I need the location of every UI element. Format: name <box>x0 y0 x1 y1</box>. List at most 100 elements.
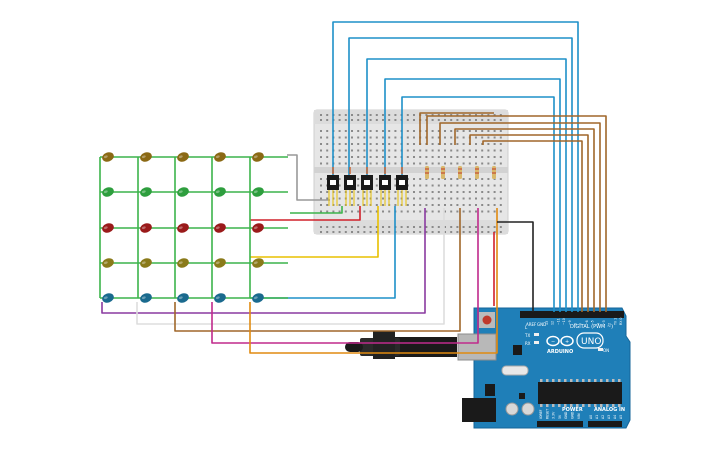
mcu-pin <box>552 404 555 407</box>
breadboard-hole <box>413 119 415 121</box>
breadboard-hole <box>344 156 347 158</box>
breadboard-hole <box>351 226 353 228</box>
breadboard-hole <box>344 143 347 145</box>
pin-label: A2 <box>601 415 605 419</box>
wire-brown-rail <box>419 112 494 145</box>
breadboard-hole <box>450 149 453 152</box>
breadboard-hole <box>487 143 490 145</box>
breadboard-hole <box>481 114 484 116</box>
breadboard-hole <box>481 119 484 121</box>
breadboard-hole <box>413 231 415 233</box>
breadboard-hole <box>468 231 471 233</box>
led-r4-c5[interactable] <box>251 257 265 270</box>
breadboard-hole <box>320 162 322 165</box>
led-highlight <box>215 296 220 300</box>
led-highlight <box>103 226 108 230</box>
mcu-pin <box>594 404 597 407</box>
breadboard-hole <box>406 191 409 193</box>
wire-brown-row <box>174 208 461 332</box>
breadboard-hole <box>468 178 471 180</box>
breadboard-hole <box>444 204 446 206</box>
mcu-pin <box>612 404 615 407</box>
led-highlight <box>103 261 108 265</box>
breadboard-hole <box>456 226 459 228</box>
led-r2-c1[interactable] <box>101 186 115 199</box>
led-highlight <box>253 155 258 159</box>
logo-minus: − <box>551 339 555 345</box>
arduino-uno-board[interactable]: DIGITAL (PWM ~) AREF GND − + UNO ARDUINO… <box>457 307 631 429</box>
wire-blue-column-5 <box>401 96 555 312</box>
digital-label: DIGITAL (PWM ~) <box>570 324 613 330</box>
led-r5-c1[interactable] <box>101 292 115 305</box>
breadboard-hole <box>431 197 434 200</box>
breadboard-hole <box>481 136 484 139</box>
breadboard-hole <box>394 191 397 193</box>
mcu-pin <box>570 379 573 382</box>
breadboard-hole <box>382 226 384 228</box>
led-r4-c2[interactable] <box>139 257 153 270</box>
breadboard-hole <box>320 130 322 132</box>
led-r3-c5[interactable] <box>251 222 265 235</box>
breadboard-hole <box>406 149 409 152</box>
led-r4-c3[interactable] <box>176 257 190 270</box>
breadboard-hole <box>338 184 341 187</box>
led-r2-c4[interactable] <box>213 186 227 199</box>
led-r5-c4[interactable] <box>213 292 227 305</box>
breadboard-hole <box>320 226 322 228</box>
power-jack <box>462 398 496 422</box>
mcu-pin <box>606 404 609 407</box>
led-r3-c3[interactable] <box>176 222 190 235</box>
breadboard-hole <box>425 226 428 228</box>
breadboard-hole <box>338 226 341 228</box>
breadboard-hole <box>481 231 484 233</box>
breadboard-holes <box>320 114 502 233</box>
breadboard-hole <box>468 197 471 200</box>
led-r5-c5[interactable] <box>251 292 265 305</box>
led-r1-c4[interactable] <box>213 151 227 164</box>
mcu-pin <box>606 379 609 382</box>
breadboard-hole <box>419 162 422 165</box>
breadboard-hole <box>375 136 378 139</box>
usb-cable-plug <box>373 331 395 359</box>
led-r1-c5[interactable] <box>251 151 265 164</box>
led-r1-c3[interactable] <box>176 151 190 164</box>
led-r4-c1[interactable] <box>101 257 115 270</box>
wire-red-matrix <box>250 206 361 221</box>
led-r5-c3[interactable] <box>176 292 190 305</box>
pin-label: ~11 <box>556 318 560 325</box>
breadboard-hole <box>444 130 446 132</box>
breadboard-hole <box>437 226 440 228</box>
breadboard-hole <box>475 204 477 206</box>
led-r2-c2[interactable] <box>139 186 153 199</box>
usb-cable[interactable] <box>345 331 457 359</box>
breadboard-hole <box>369 226 372 228</box>
led-r3-c1[interactable] <box>101 222 115 235</box>
led-r3-c4[interactable] <box>213 222 227 235</box>
breadboard-hole <box>375 119 378 121</box>
breadboard-hole <box>406 119 409 121</box>
pin-label: 4 <box>596 323 600 325</box>
breadboard-hole <box>437 114 440 116</box>
breadboard-hole <box>394 136 397 139</box>
wire-gray-matrix <box>287 154 330 201</box>
breadboard-hole <box>375 226 378 228</box>
breadboard-hole <box>326 143 329 145</box>
wire-blue-matrix <box>250 206 396 299</box>
pin-label: ~5 <box>591 320 595 325</box>
led-r2-c5[interactable] <box>251 186 265 199</box>
led-highlight <box>215 226 220 230</box>
mcu-pin <box>582 379 585 382</box>
led-r1-c1[interactable] <box>101 151 115 164</box>
arduino-logo-left <box>546 335 560 347</box>
wire-magenta-row <box>211 208 479 344</box>
led-r3-c2[interactable] <box>139 222 153 235</box>
breadboard-hole <box>413 204 415 206</box>
led-r4-c4[interactable] <box>213 257 227 270</box>
led-r5-c2[interactable] <box>139 292 153 305</box>
breadboard-hole <box>450 143 453 145</box>
wire-blue-column-4 <box>384 78 561 312</box>
led-r1-c2[interactable] <box>139 151 153 164</box>
led-r2-c3[interactable] <box>176 186 190 199</box>
transistor-label <box>364 180 370 185</box>
